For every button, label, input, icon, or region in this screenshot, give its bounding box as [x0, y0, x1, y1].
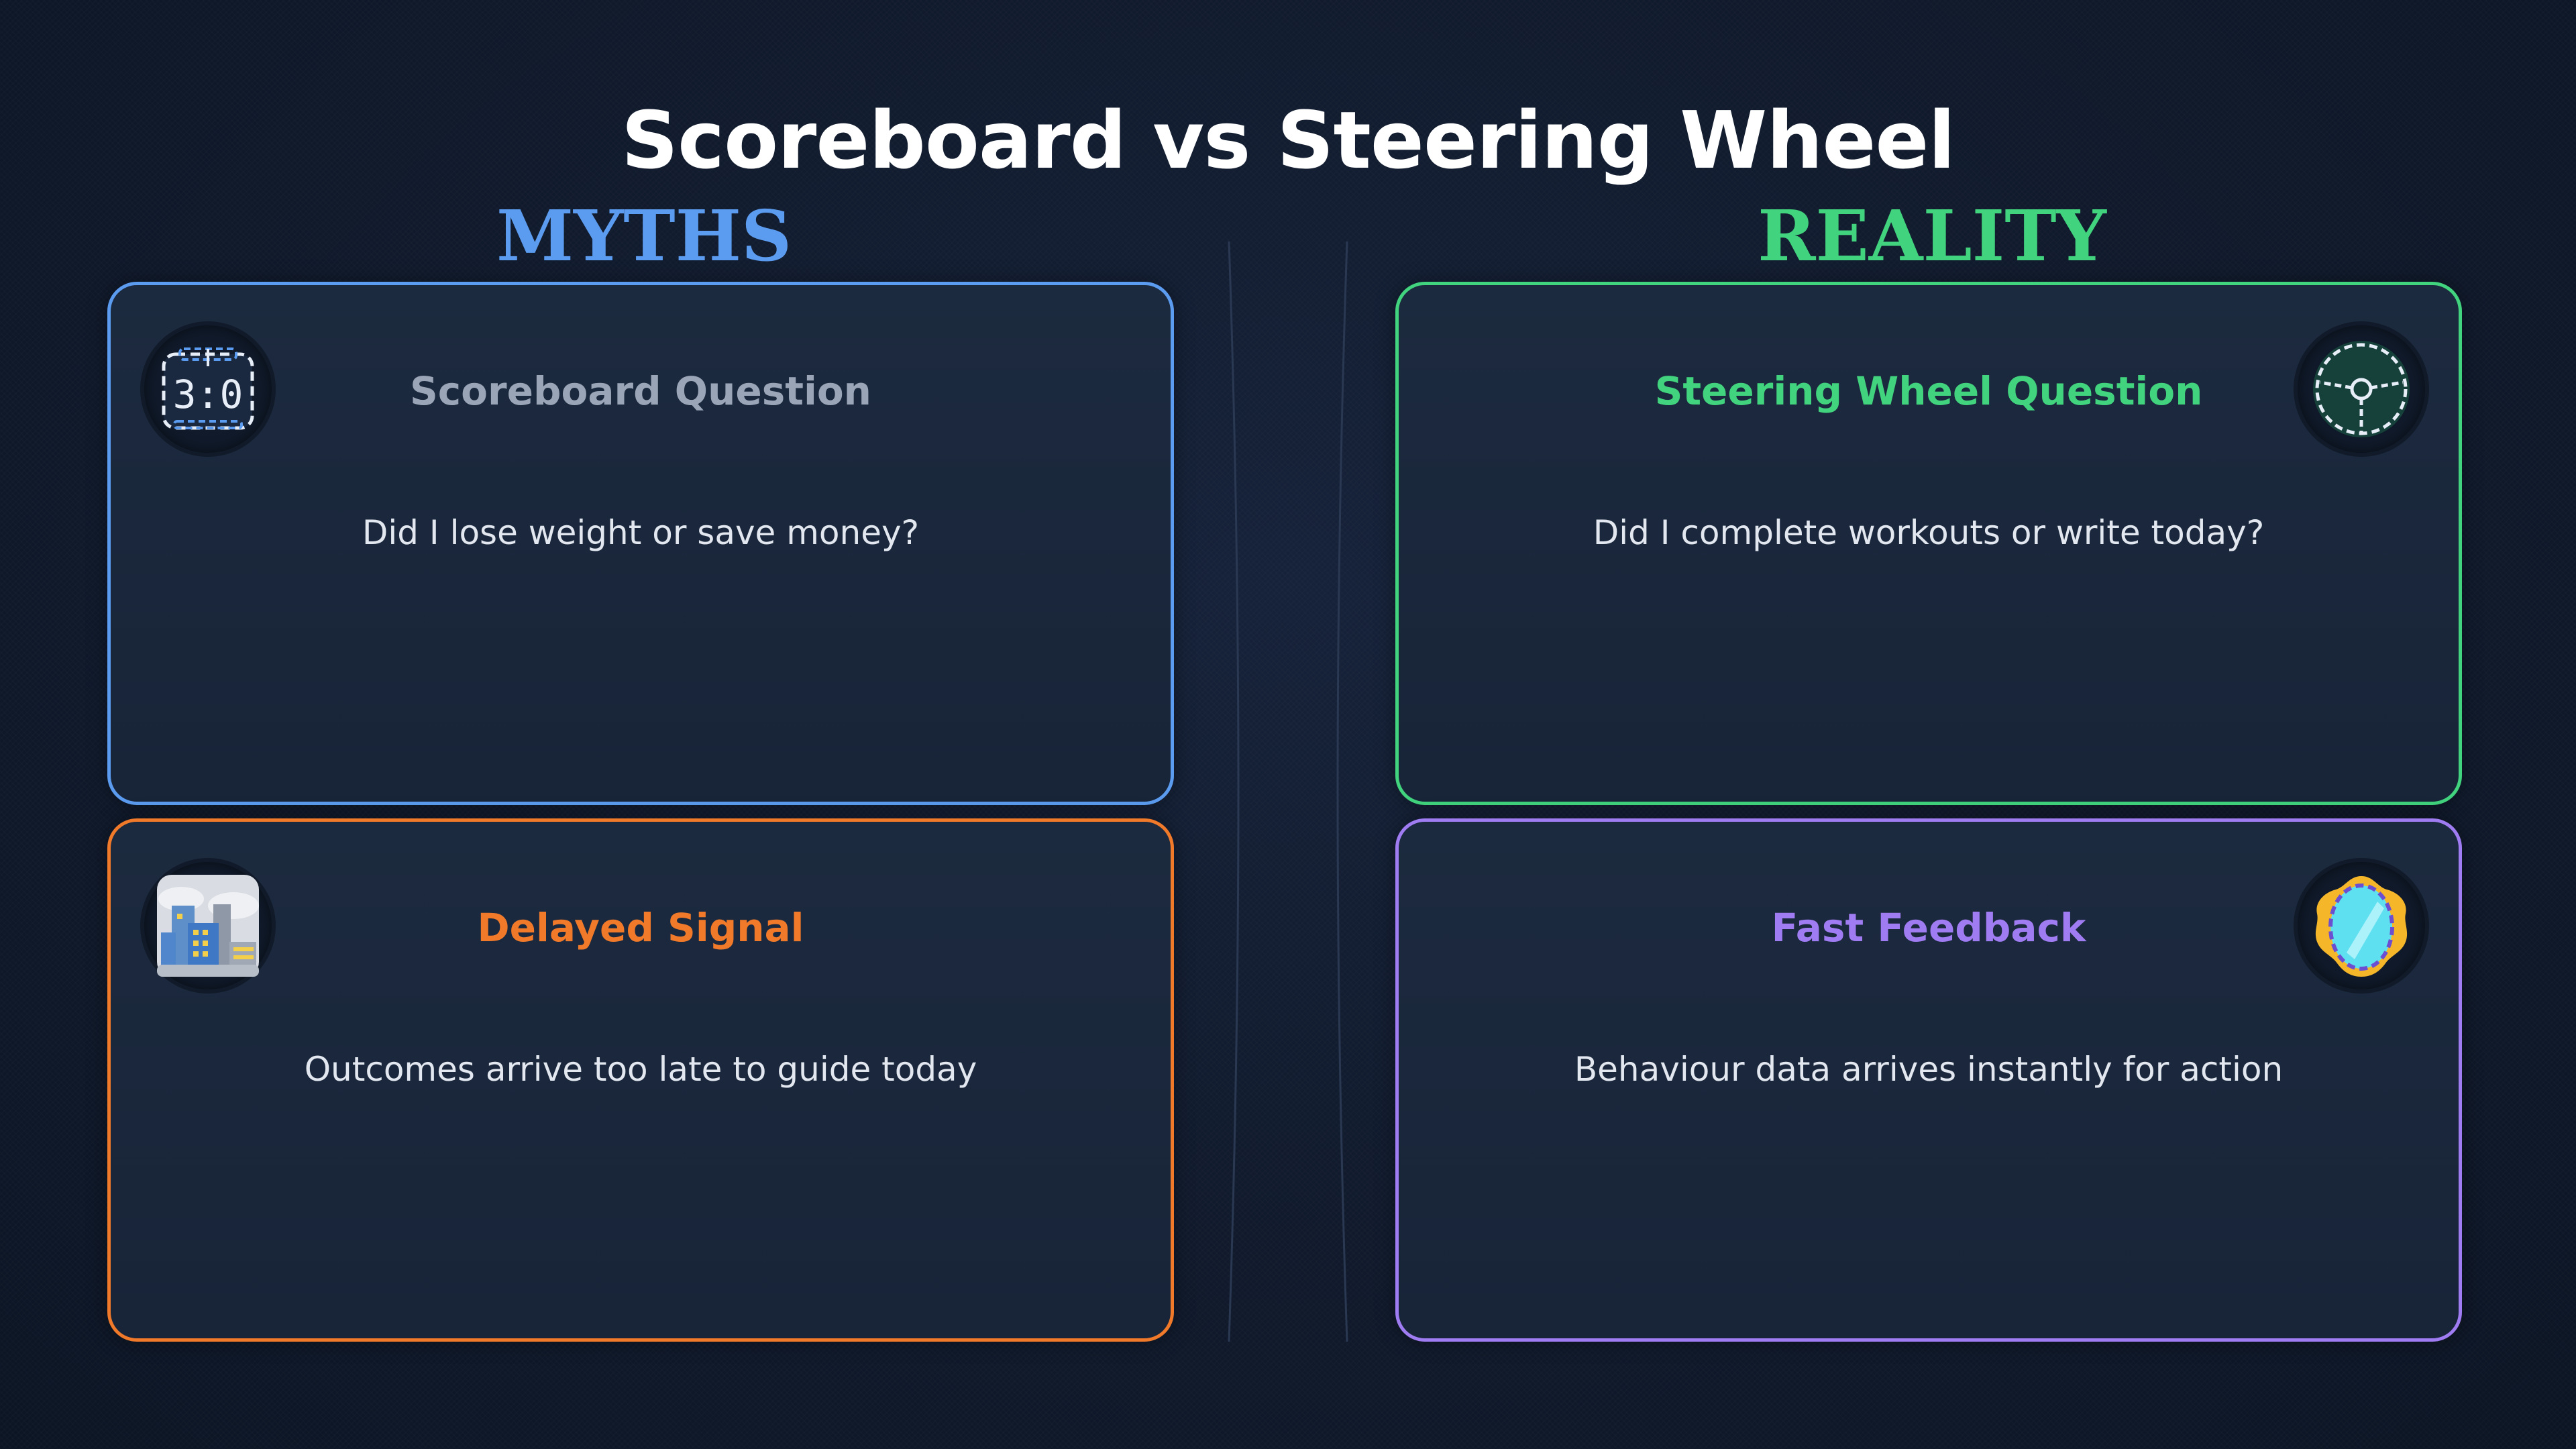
fast-feedback-card: Fast Feedback Behaviour data arrives ins…: [1395, 818, 2462, 1342]
card-title: Steering Wheel Question: [1654, 368, 2203, 414]
card-title: Delayed Signal: [477, 905, 804, 951]
page-title: Scoreboard vs Steering Wheel: [621, 94, 1955, 186]
divider-right: [1336, 241, 1348, 1342]
card-body: Outcomes arrive too late to guide today: [304, 1050, 977, 1089]
myths-heading: MYTHS: [496, 195, 792, 277]
steering-wheel-icon: [2298, 325, 2425, 453]
svg-text:3:0: 3:0: [173, 372, 244, 417]
city-buildings-icon: [144, 862, 272, 989]
scoreboard-icon: 3:0: [144, 325, 272, 453]
delayed-signal-card: Delayed Signal Outcomes arrive too late …: [107, 818, 1174, 1342]
reality-heading: REALITY: [1758, 195, 2106, 277]
mirror-icon: [2298, 862, 2425, 989]
card-title: Fast Feedback: [1771, 905, 2086, 951]
card-body: Did I complete workouts or write today?: [1593, 513, 2265, 552]
card-body: Behaviour data arrives instantly for act…: [1574, 1050, 2284, 1089]
card-title: Scoreboard Question: [410, 368, 871, 414]
steering-wheel-question-card: Steering Wheel Question Did I complete w…: [1395, 282, 2462, 805]
divider-left: [1228, 241, 1240, 1342]
scoreboard-question-card: 3:0 Scoreboard Question Did I lose weigh…: [107, 282, 1174, 805]
card-body: Did I lose weight or save money?: [362, 513, 920, 552]
